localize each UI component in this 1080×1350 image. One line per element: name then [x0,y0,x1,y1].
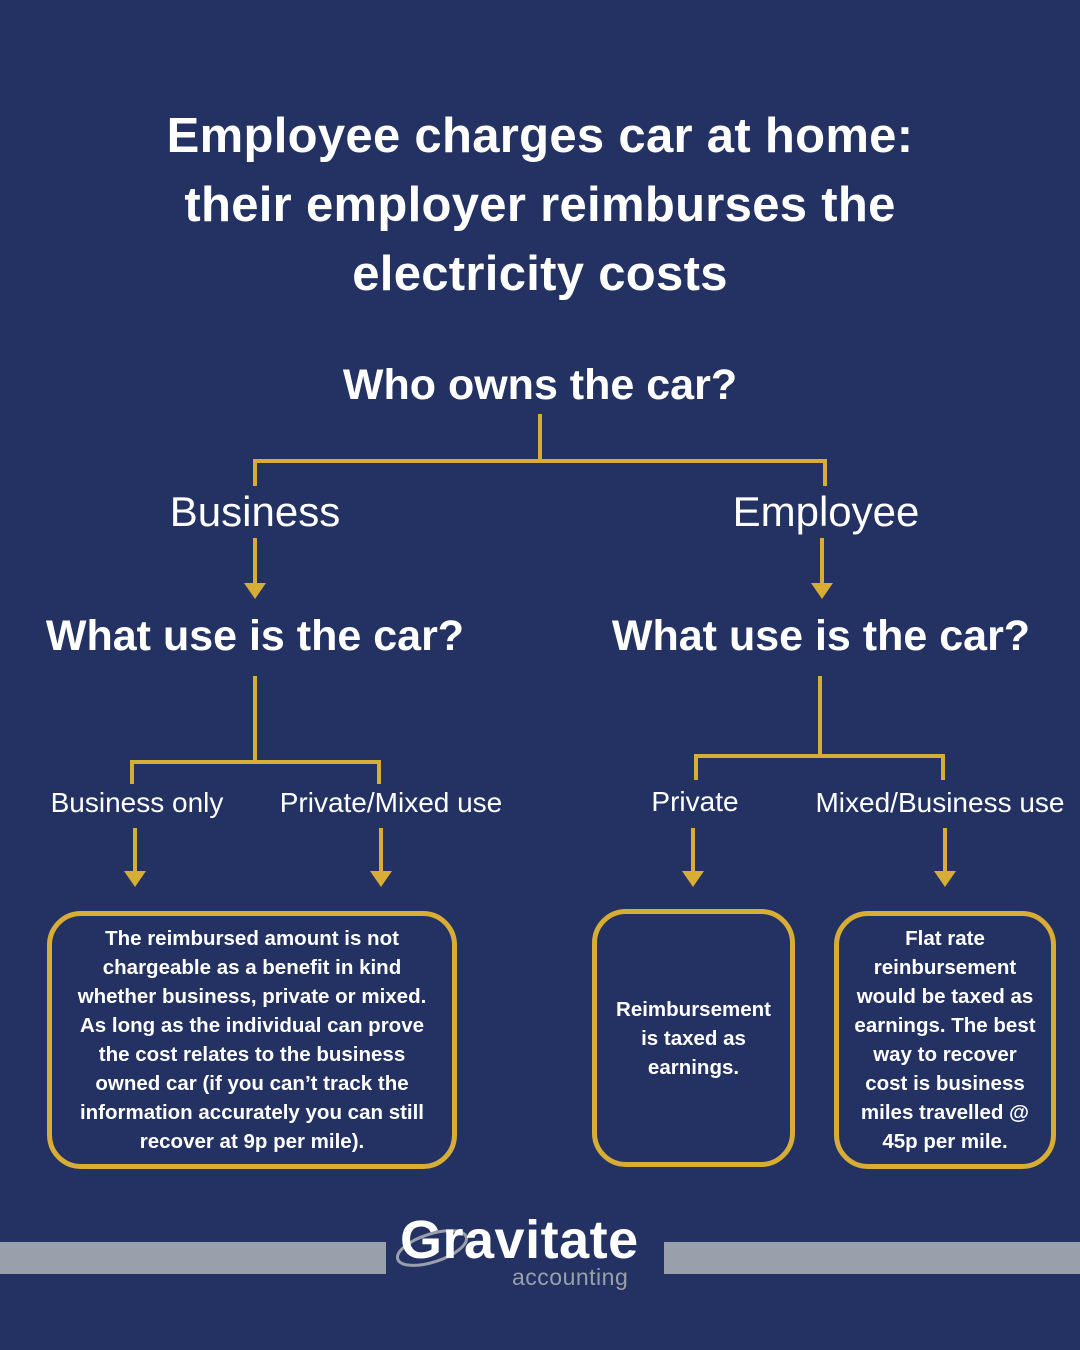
option-private-mixed-use: Private/Mixed use [279,787,503,818]
outcome-business-box: The reimbursed amount is not chargeable … [47,911,457,1169]
title-line-2: their employer reimburses the [184,178,896,232]
outcome-private-line: earnings. [647,1055,740,1079]
option-mixed-business-use: Mixed/Business use [815,787,1065,818]
arrow-business-head [244,583,266,599]
outcome-mixed-line: reinbursement [873,956,1017,979]
arrow-mixed-business-head [934,871,956,887]
outcome-private-line: Reimbursement [616,997,771,1021]
option-business-only: Business only [50,787,224,818]
outcome-mixed-line: would be taxed as [856,985,1034,1008]
outcome-business-text: The reimbursed amount is not chargeable … [78,924,427,1156]
root-question: Who owns the car? [342,361,738,409]
logo-wordmark: Gravitate [400,1210,639,1270]
outcome-private-text: Reimbursement is taxed as earnings. [616,995,771,1082]
outcome-mixed-line: earnings. The best [854,1014,1036,1037]
outcome-mixed-business-text: Flat rate reinbursement would be taxed a… [854,924,1035,1156]
title-line-1: Employee charges car at home: [166,109,914,163]
outcome-business-line: The reimbursed amount is not [105,927,399,950]
footer-bar-right [664,1242,1080,1274]
outcome-mixed-line: Flat rate [905,927,985,950]
outcome-business-line: recover at 9p per mile). [139,1130,365,1153]
outcome-business-line: the cost relates to the business [98,1043,406,1066]
employee-use-question: What use is the car? [611,612,1031,660]
outcome-business-line: owned car (if you can’t track the [95,1072,409,1095]
outcome-private-line: is taxed as [641,1026,746,1050]
branch-employee: Employee [732,488,920,535]
outcome-mixed-line: cost is business [865,1072,1025,1095]
outcome-business-line: chargeable as a benefit in kind [102,956,402,979]
title-line-3: electricity costs [352,247,728,301]
outcome-business-line: whether business, private or mixed. [77,985,427,1008]
page-title: Employee charges car at home: their empl… [90,102,990,309]
arrow-private-head [682,871,704,887]
logo-orbit-icon [395,1229,469,1267]
outcome-business-line: information accurately you can still [79,1101,425,1124]
business-use-question: What use is the car? [45,612,465,660]
logo-subtitle: accounting [512,1264,629,1290]
footer-bar-left [0,1242,386,1274]
outcome-mixed-line: way to recover [873,1043,1017,1066]
arrow-business-only-head [124,871,146,887]
outcome-mixed-line: miles travelled @ [860,1101,1030,1124]
outcome-mixed-line: 45p per mile. [882,1130,1008,1153]
arrow-employee-head [811,583,833,599]
outcome-business-line: As long as the individual can prove [79,1014,424,1037]
outcome-private-box: Reimbursement is taxed as earnings. [592,909,795,1167]
outcome-mixed-business-box: Flat rate reinbursement would be taxed a… [834,911,1056,1169]
option-private: Private [651,786,739,817]
branch-business: Business [169,488,341,535]
arrow-private-mixed-head [370,871,392,887]
